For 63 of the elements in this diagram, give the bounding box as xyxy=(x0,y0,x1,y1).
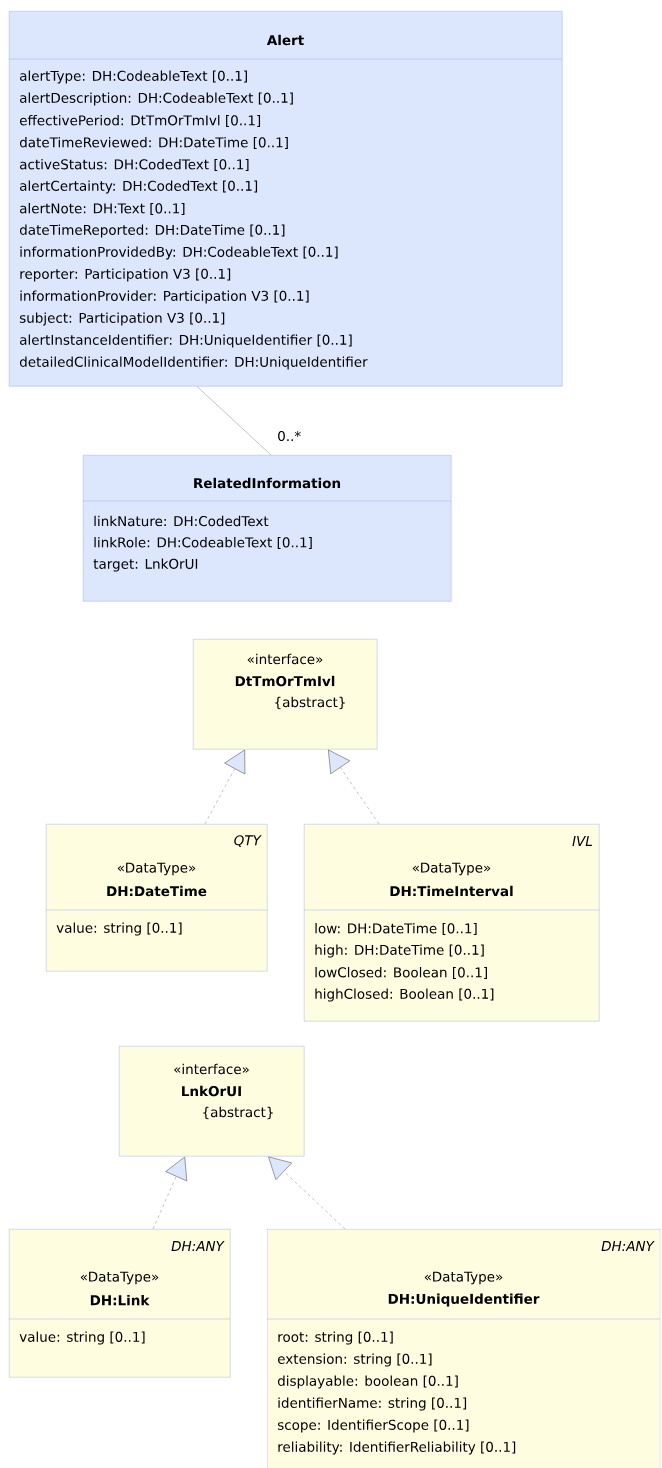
attribute-text: extension: string [0..1] xyxy=(277,1353,432,1367)
attribute-text: dateTimeReviewed: DH:DateTime [0..1] xyxy=(19,137,288,150)
connector xyxy=(196,386,272,456)
attribute-text: reporter: Participation V3 [0..1] xyxy=(20,268,231,282)
attribute-text: root: string [0..1] xyxy=(278,1331,393,1345)
arrow xyxy=(204,749,246,825)
class-box xyxy=(193,639,378,750)
arrow xyxy=(152,1156,188,1230)
attribute-text: alertInstanceIdentifier: DH:UniqueIdentifier [0..1] xyxy=(20,334,352,348)
constraint-label: {abstract} xyxy=(203,1106,273,1120)
attribute-text: linkNature: DH:CodedText xyxy=(94,515,269,527)
attribute-text: effectivePeriod: DtTmOrTmIvl [0..1] xyxy=(19,115,261,128)
stereotype-label: «DataType» xyxy=(80,1271,159,1285)
attribute-text: value: string [0..1] xyxy=(19,1331,145,1345)
attribute-text: alertNote: DH:Text [0..1] xyxy=(20,203,185,216)
class-box xyxy=(8,11,563,387)
class-name: DH:UniqueIdentifier xyxy=(388,1293,540,1307)
type-tag: IVL xyxy=(572,836,592,846)
attribute-text: detailedClinicalModelIdentifier: DH:UniqueIdentifier xyxy=(19,356,368,370)
attribute-text: high: DH:DateTime [0..1] xyxy=(315,944,484,958)
attribute-text: alertCertainty: DH:CodedText [0..1] xyxy=(20,180,258,194)
attribute-text: alertType: DH:CodeableText [0..1] xyxy=(20,70,247,84)
stereotype-label: «DataType» xyxy=(412,862,491,876)
class-name: LnkOrUI xyxy=(182,1085,241,1097)
class-box xyxy=(119,1046,305,1157)
attribute-text: value: string [0..1] xyxy=(56,922,182,936)
attribute-text: identifierName: string [0..1] xyxy=(278,1397,467,1411)
constraint-label: {abstract} xyxy=(275,696,345,710)
arrow xyxy=(328,749,380,825)
class-box xyxy=(266,1229,661,1468)
class-name: Alert xyxy=(266,34,304,46)
class-name: DH:DateTime xyxy=(107,885,207,897)
attribute-text: low: DH:DateTime [0..1] xyxy=(315,923,477,936)
attribute-text: highClosed: Boolean [0..1] xyxy=(315,988,494,1002)
class-name: DH:TimeInterval xyxy=(390,885,513,897)
multiplicity-label: 0..* xyxy=(276,429,303,443)
attribute-text: target: LnkOrUI xyxy=(93,558,198,572)
type-tag: QTY xyxy=(234,835,262,847)
arrow xyxy=(268,1156,346,1230)
class-box xyxy=(45,824,268,972)
attribute-text: reliability: IdentifierReliability [0..1] xyxy=(278,1441,516,1455)
attribute-text: dateTimeReported: DH:DateTime [0..1] xyxy=(19,224,285,238)
attribute-text: linkRole: DH:CodeableText [0..1] xyxy=(94,537,312,550)
stereotype-label: «DataType» xyxy=(424,1271,503,1285)
attribute-text: subject: Participation V3 [0..1] xyxy=(19,312,225,326)
type-tag: DH:ANY xyxy=(601,1241,655,1251)
class-name: DH:Link xyxy=(90,1294,150,1306)
class-name: DtTmOrTmIvl xyxy=(235,675,335,687)
attribute-text: alertDescription: DH:CodeableText [0..1] xyxy=(20,92,293,106)
class-box xyxy=(82,455,452,602)
stereotype-label: «DataType» xyxy=(117,862,196,876)
class-name: RelatedInformation xyxy=(194,477,341,489)
attribute-text: lowClosed: Boolean [0..1] xyxy=(315,967,487,980)
attribute-text: scope: IdentifierScope [0..1] xyxy=(277,1419,469,1433)
attribute-text: informationProvider: Participation V3 [0..1] xyxy=(20,290,309,304)
class-box xyxy=(303,824,600,1022)
attribute-text: activeStatus: DH:CodedText [0..1] xyxy=(20,159,249,172)
attribute-text: informationProvidedBy: DH:CodeableText [0..1] xyxy=(20,246,338,260)
type-tag: DH:ANY xyxy=(171,1241,225,1251)
stereotype-label: «interface» xyxy=(174,1063,249,1075)
stereotype-label: «interface» xyxy=(247,653,323,665)
attribute-text: displayable: boolean [0..1] xyxy=(277,1375,458,1389)
class-box xyxy=(8,1229,231,1378)
